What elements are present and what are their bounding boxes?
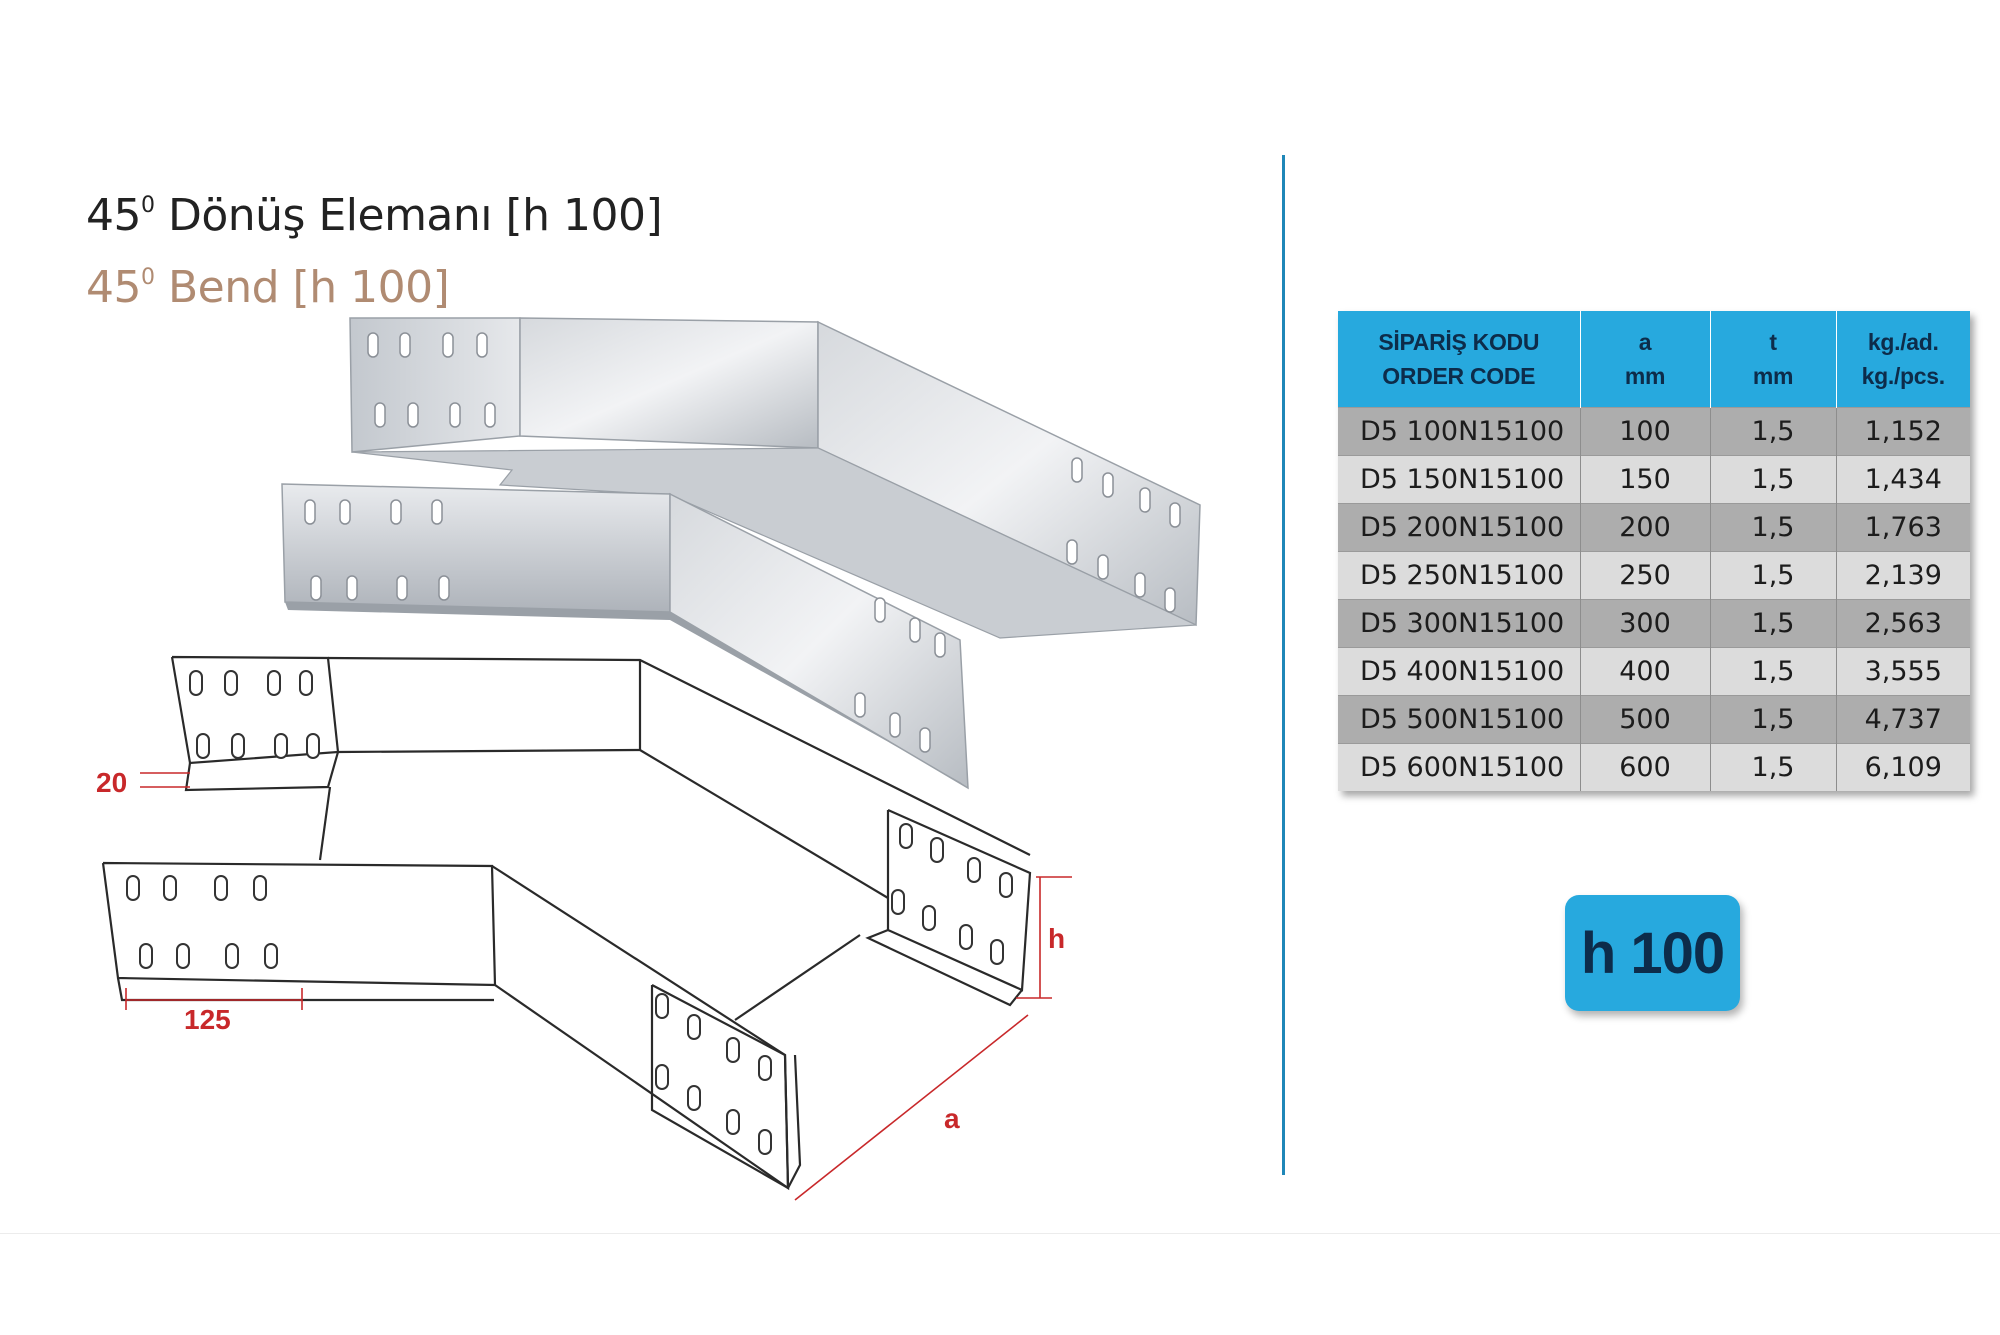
title-block: 450 Dönüş Elemanı [h 100] 450 Bend [h 10…	[86, 176, 663, 320]
vertical-divider	[1282, 155, 1285, 1175]
footer-divider	[0, 1233, 2000, 1234]
bend-render	[281, 317, 1201, 790]
dimension-20: 20	[96, 767, 127, 798]
height-badge: h 100	[1565, 895, 1740, 1011]
dimension-h: h	[1048, 923, 1065, 954]
header-weight: kg./ad.kg./pcs.	[1836, 311, 1970, 408]
page-title-tr: 450 Dönüş Elemanı [h 100]	[86, 190, 663, 241]
product-drawing: 20 125 h a	[96, 317, 1201, 1201]
dimension-125: 125	[184, 1004, 231, 1035]
bend-line-drawing	[101, 655, 1032, 1191]
page-title-en: 450 Bend [h 100]	[86, 262, 450, 313]
dimension-lines	[125, 772, 1072, 1201]
dimension-a: a	[944, 1103, 960, 1134]
